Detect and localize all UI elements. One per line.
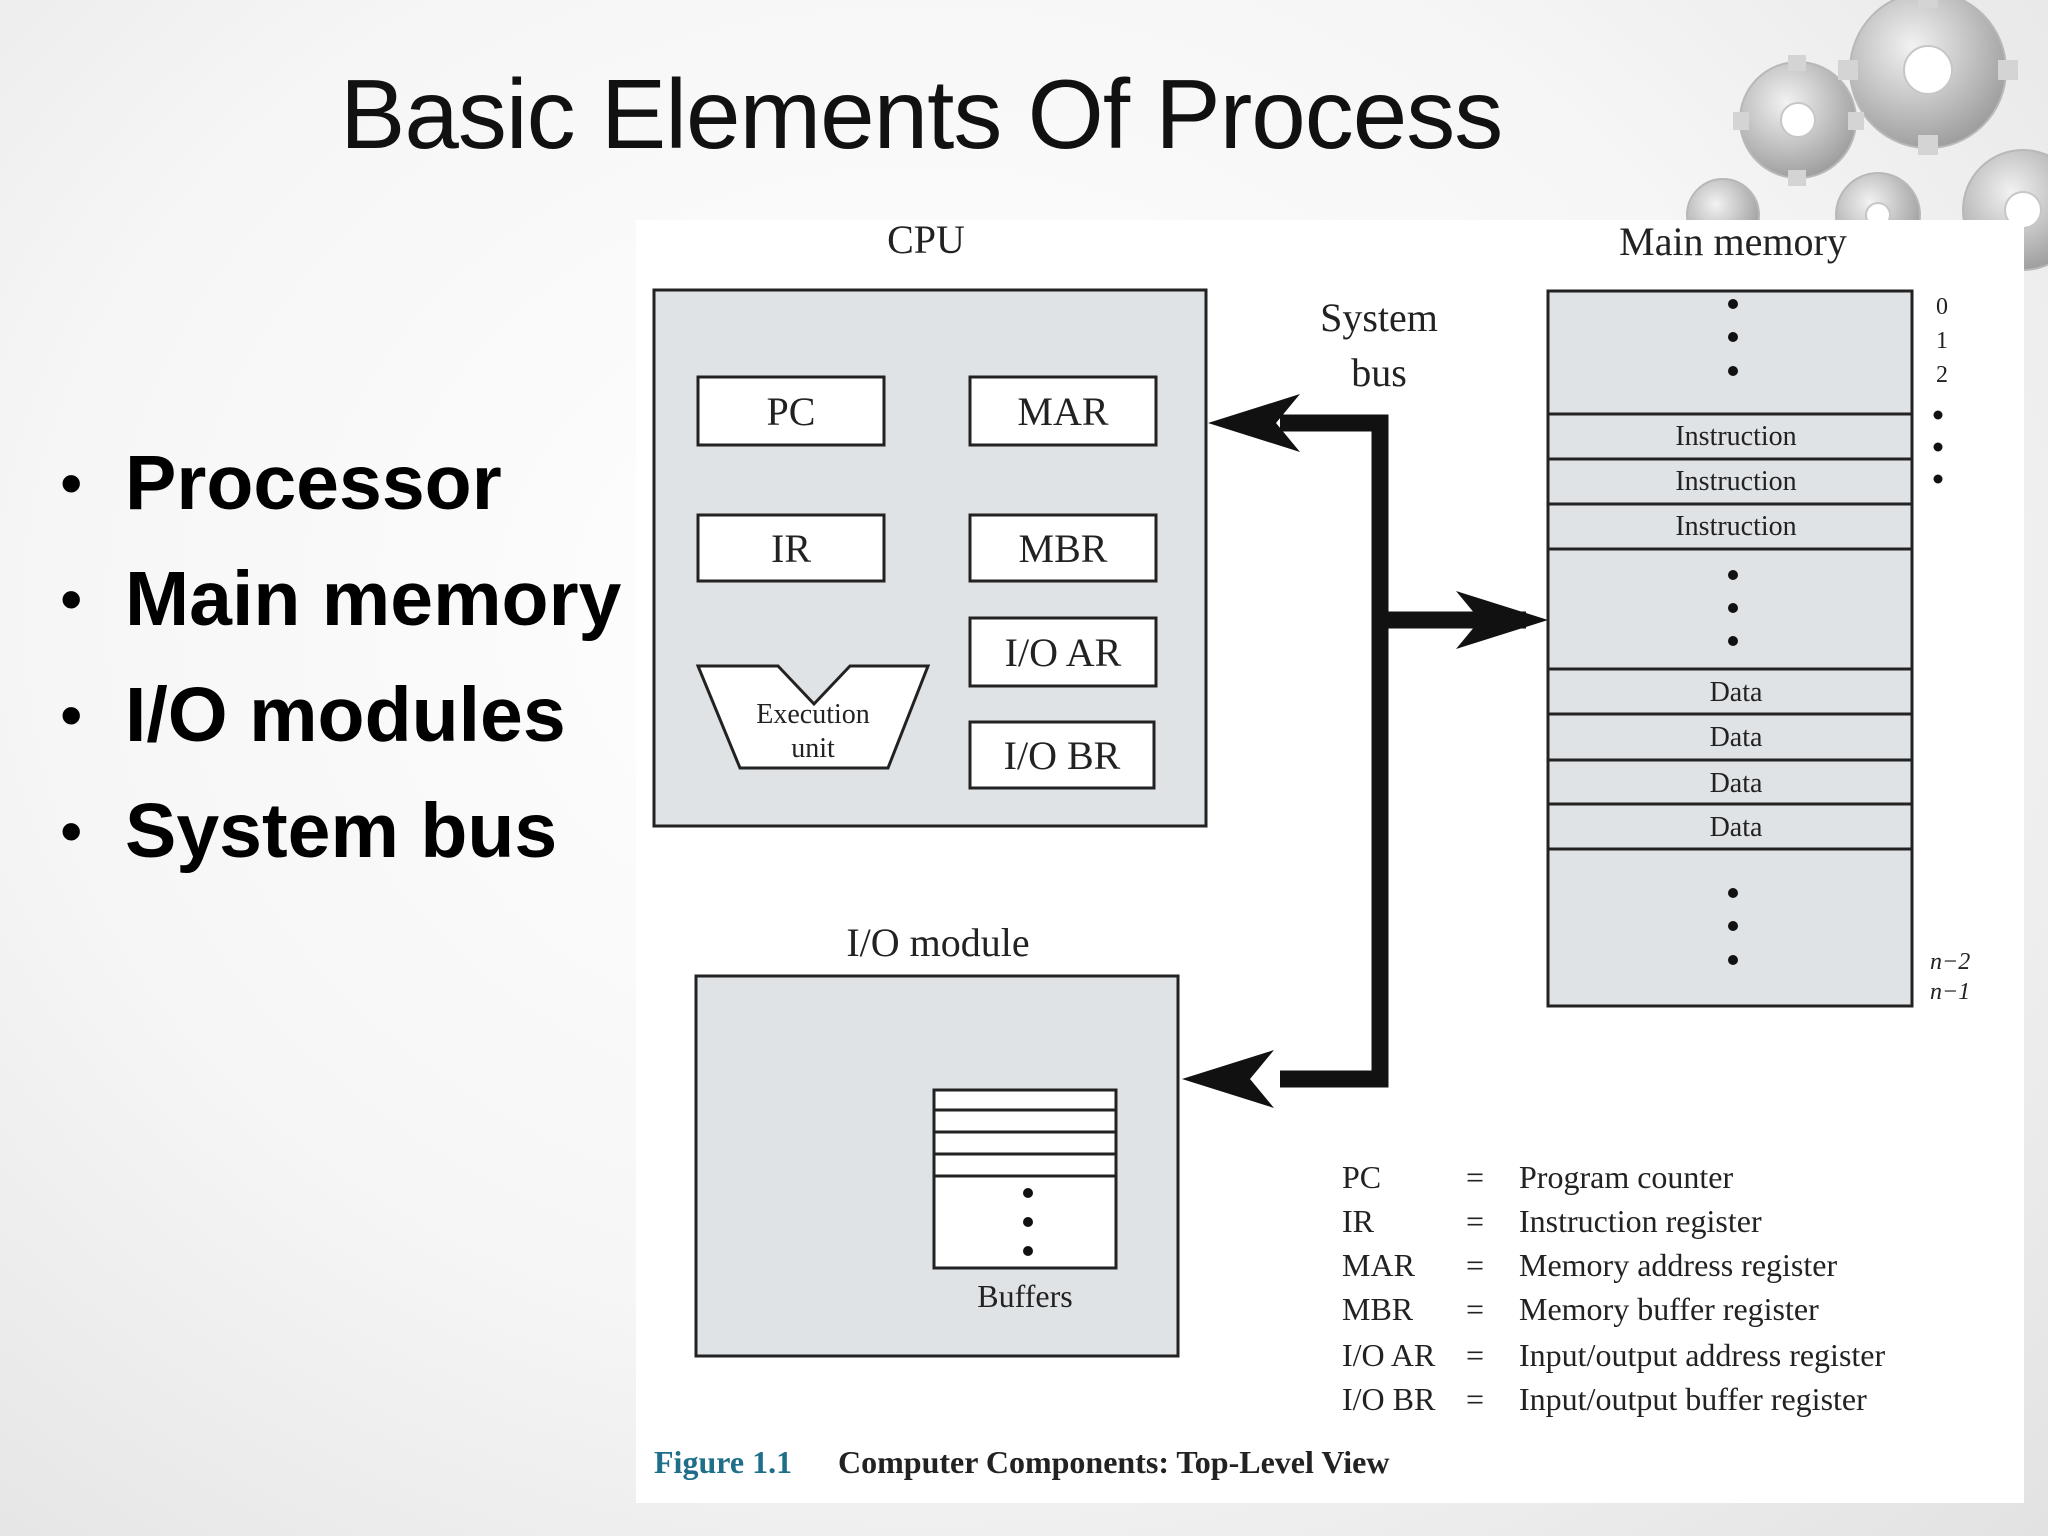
bullet-item: •Processor (60, 440, 502, 526)
ir-register-label: IR (771, 526, 811, 571)
memory-instruction-cell: Instruction (1675, 421, 1796, 452)
system-bus-lines (1280, 414, 1526, 1088)
main-memory-box (1546, 289, 1914, 1008)
legend-eq: = (1466, 1203, 1484, 1239)
io-ar-register-label: I/O AR (1005, 630, 1122, 675)
figure-caption: Computer Components: Top-Level View (838, 1444, 1389, 1480)
io-br-register-label: I/O BR (1004, 733, 1121, 778)
legend-abbr: MAR (1342, 1247, 1416, 1283)
bullet-item: •Main memory (60, 556, 622, 642)
execution-unit-label: Execution (756, 699, 870, 730)
memory-address: 1 (1936, 328, 1948, 354)
memory-address: 0 (1936, 294, 1948, 320)
legend-eq: = (1466, 1381, 1484, 1417)
main-memory-label: Main memory (1619, 220, 1847, 264)
legend-eq: = (1466, 1291, 1484, 1327)
mbr-register-label: MBR (1019, 526, 1108, 571)
mar-register (968, 375, 1158, 447)
pc-register-label: PC (767, 389, 816, 434)
io-module-label: I/O module (846, 920, 1029, 965)
system-bus-label: System (1320, 295, 1438, 340)
arrow-to-io (1182, 1050, 1274, 1108)
bullet-text: Processor (125, 440, 502, 526)
memory-data-cell: Data (1710, 768, 1763, 799)
legend-abbr: I/O BR (1342, 1381, 1436, 1417)
buffers-label: Buffers (977, 1278, 1072, 1314)
legend-eq: = (1466, 1159, 1484, 1195)
ir-register (696, 513, 886, 583)
memory-instruction-cell: Instruction (1675, 511, 1796, 542)
cpu-label: CPU (887, 220, 965, 262)
arrow-to-cpu (1208, 394, 1300, 452)
legend-abbr: PC (1342, 1159, 1381, 1195)
buffers-stack (932, 1088, 1118, 1270)
arrow-to-memory (1456, 591, 1548, 649)
io-br-register (968, 720, 1156, 790)
legend-desc: Memory buffer register (1519, 1291, 1819, 1327)
legend-desc: Input/output address register (1519, 1337, 1885, 1373)
bullet-text: I/O modules (125, 672, 566, 758)
legend-eq: = (1466, 1337, 1484, 1373)
legend-abbr: MBR (1342, 1291, 1414, 1327)
legend-abbr: IR (1342, 1203, 1375, 1239)
figure-number: Figure 1.1 (654, 1444, 792, 1480)
memory-data-cell: Data (1710, 677, 1763, 708)
bullet-item: •System bus (60, 788, 558, 874)
legend-eq: = (1466, 1247, 1484, 1283)
io-ar-register (968, 616, 1158, 688)
legend-abbr: I/O AR (1342, 1337, 1436, 1373)
pc-register (696, 375, 886, 447)
memory-instruction-cell: Instruction (1675, 466, 1796, 497)
system-bus-label: bus (1351, 350, 1407, 395)
block-diagram: CPU PC MAR IR MBR I/O AR I/O BR Executio… (652, 220, 1970, 1480)
memory-address: 2 (1936, 362, 1948, 388)
execution-unit-label: unit (791, 733, 835, 764)
bullet-text: System bus (125, 788, 558, 874)
bullet-list: •Processor •Main memory •I/O modules •Sy… (58, 425, 621, 889)
bullet-item: •I/O modules (60, 672, 566, 758)
slide-title: Basic Elements Of Process (340, 59, 1503, 169)
legend: PC = Program counter IR = Instruction re… (1342, 1159, 1885, 1417)
mar-register-label: MAR (1017, 389, 1108, 434)
memory-address: n−2 (1930, 949, 1970, 975)
memory-data-cell: Data (1710, 812, 1763, 843)
memory-address: n−1 (1930, 979, 1970, 1005)
execution-unit (695, 664, 931, 770)
mbr-register (968, 513, 1158, 583)
bullet-text: Main memory (125, 556, 622, 642)
computer-components-figure: CPU PC MAR IR MBR I/O AR I/O BR Executio… (636, 220, 2024, 1503)
memory-data-cell: Data (1710, 722, 1763, 753)
legend-desc: Input/output buffer register (1519, 1381, 1867, 1417)
legend-desc: Memory address register (1519, 1247, 1837, 1283)
legend-desc: Instruction register (1519, 1203, 1762, 1239)
legend-desc: Program counter (1519, 1159, 1734, 1195)
